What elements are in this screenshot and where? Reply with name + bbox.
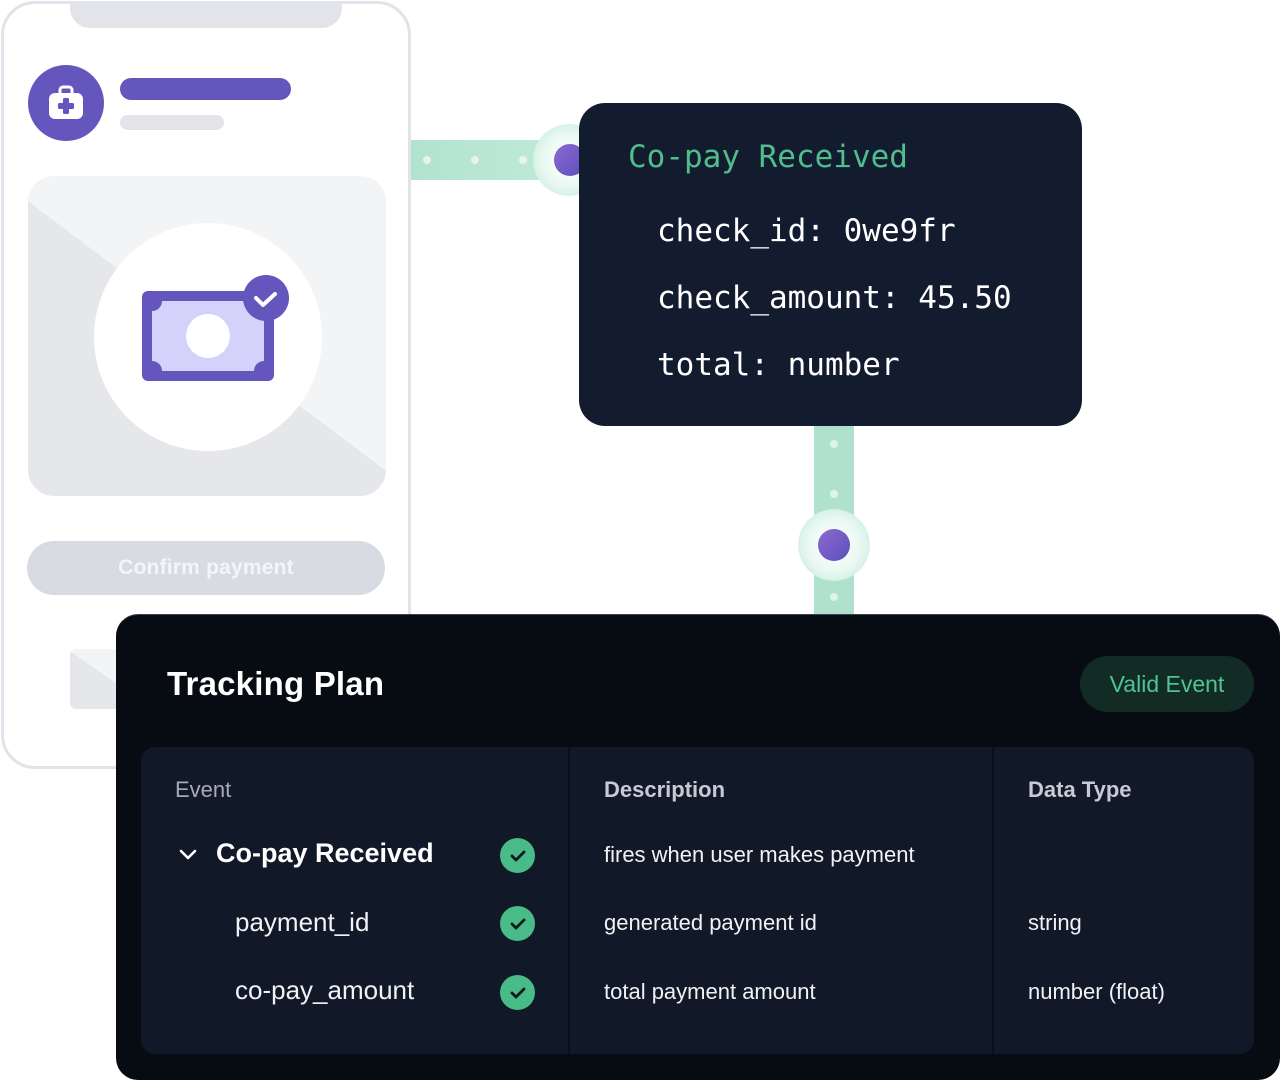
column-divider — [992, 747, 994, 1054]
payment-hero-card — [28, 176, 386, 496]
status-badge: Valid Event — [1080, 656, 1254, 712]
event-property-line: check_id: 0we9fr — [657, 213, 956, 249]
check-circle-icon — [500, 975, 535, 1010]
chevron-down-icon[interactable] — [178, 847, 198, 863]
table-row-description: fires when user makes payment — [604, 842, 915, 867]
money-bill-check-icon — [142, 275, 289, 381]
event-node-icon — [818, 529, 850, 561]
title-placeholder-bar — [120, 78, 291, 100]
connector-dot — [830, 440, 838, 448]
medical-kit-icon — [49, 85, 83, 119]
tracking-plan-panel: Tracking Plan Valid Event Event Descript… — [116, 614, 1280, 1080]
table-row-data-type: string — [1028, 910, 1082, 935]
phone-mockup: Confirm payment — [1, 1, 411, 769]
event-property-line: total: number — [657, 347, 900, 383]
horizontal-connector — [411, 124, 605, 196]
column-header-data-type: Data Type — [1028, 777, 1132, 802]
vertical-connector — [798, 425, 870, 615]
event-property-line: check_amount: 45.50 — [657, 280, 1012, 316]
page-title: Tracking Plan — [167, 665, 385, 702]
connector-dot — [830, 593, 838, 601]
phone-notch — [70, 1, 342, 28]
table-row-property[interactable]: co-pay_amount — [235, 975, 415, 1005]
connector-dot — [830, 490, 838, 498]
check-circle-icon — [500, 838, 535, 873]
table-row-event[interactable]: Co-pay Received — [216, 838, 434, 868]
check-circle-icon — [500, 906, 535, 941]
event-name: Co-pay Received — [628, 139, 908, 175]
table-row-property[interactable]: payment_id — [235, 907, 370, 937]
column-divider — [568, 747, 570, 1054]
table-row-description: total payment amount — [604, 979, 816, 1004]
connector-dot — [519, 156, 527, 164]
medical-kit-avatar — [28, 65, 104, 141]
confirm-payment-button[interactable]: Confirm payment — [27, 541, 385, 595]
column-header-description: Description — [604, 777, 726, 802]
subtitle-placeholder-bar — [120, 115, 224, 130]
tracking-plan-table: Event Description Data Type Co-pay Recei… — [141, 747, 1254, 1054]
connector-dot — [471, 156, 479, 164]
table-row-data-type: number (float) — [1028, 979, 1165, 1004]
column-header-event: Event — [175, 777, 232, 802]
connector-dot — [423, 156, 431, 164]
table-row-description: generated payment id — [604, 910, 817, 935]
event-payload-card: Co-pay Received check_id: 0we9fr check_a… — [579, 103, 1082, 426]
